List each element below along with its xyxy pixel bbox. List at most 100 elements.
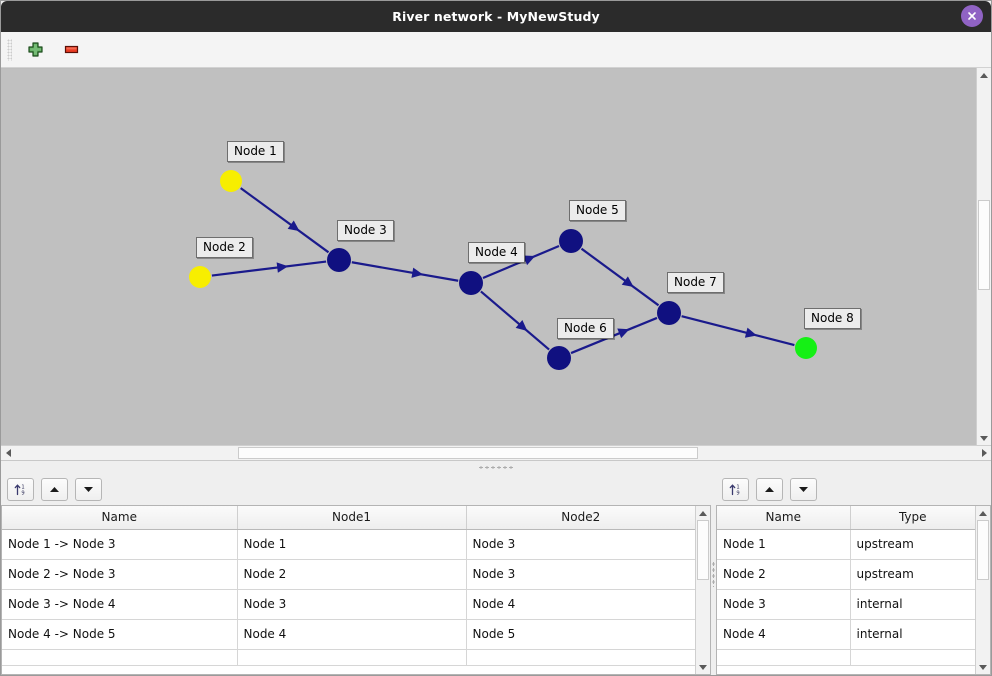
vertical-splitter[interactable]: [711, 473, 716, 675]
table-cell[interactable]: Node 3: [717, 589, 851, 620]
graph-edge[interactable]: [580, 247, 660, 307]
add-node-button[interactable]: [22, 37, 48, 63]
graph-node-node-1[interactable]: [220, 170, 242, 192]
branches-move-up-button[interactable]: [41, 477, 68, 501]
graph-node-label-node-1[interactable]: Node 1: [227, 141, 284, 162]
close-button[interactable]: [961, 5, 983, 27]
table-cell[interactable]: Node 3: [466, 529, 695, 560]
table-cell[interactable]: internal: [850, 589, 975, 620]
graph-edge[interactable]: [480, 290, 550, 351]
graph-node-node-7[interactable]: [657, 301, 681, 325]
graph-edge[interactable]: [211, 260, 327, 277]
graph-vscroll-track[interactable]: [977, 82, 991, 431]
column-header-node2[interactable]: Node2: [466, 506, 695, 530]
table-cell[interactable]: Node 2: [237, 559, 467, 590]
horizontal-splitter[interactable]: [1, 460, 991, 473]
branches-vscroll-track[interactable]: [696, 520, 710, 660]
arrow-up-icon: [765, 486, 774, 492]
branches-toolbar: 1 9: [1, 473, 711, 505]
table-cell[interactable]: Node 4: [466, 589, 695, 620]
svg-text:1: 1: [21, 484, 24, 490]
graph-node-label-node-3[interactable]: Node 3: [337, 220, 394, 241]
toolbar-drag-handle[interactable]: [7, 38, 12, 61]
graph-node-node-2[interactable]: [189, 266, 211, 288]
graph-edge[interactable]: [570, 316, 658, 355]
graph-node-node-5[interactable]: [559, 229, 583, 253]
graph-node-label-node-5[interactable]: Node 5: [569, 200, 626, 221]
nodes-scroll-down-button[interactable]: [976, 660, 990, 674]
nodes-vertical-scrollbar[interactable]: [975, 506, 990, 674]
graph-vscroll-thumb[interactable]: [978, 200, 990, 290]
graph-edge-arrow-icon: [515, 319, 528, 332]
graph-node-label-node-4[interactable]: Node 4: [468, 242, 525, 263]
column-header-name[interactable]: Name: [2, 506, 238, 530]
nodes-move-up-button[interactable]: [756, 477, 783, 501]
column-header-node1[interactable]: Node1: [237, 506, 467, 530]
table-cell[interactable]: Node 1: [237, 529, 467, 560]
graph-node-node-4[interactable]: [459, 271, 483, 295]
scroll-up-button[interactable]: [977, 68, 991, 82]
table-cell[interactable]: Node 4: [717, 619, 851, 650]
graph-edge[interactable]: [681, 315, 795, 347]
graph-horizontal-scrollbar[interactable]: [1, 445, 991, 460]
nodes-vscroll-track[interactable]: [976, 520, 990, 660]
network-diagram-canvas[interactable]: Node 1 Node 2 Node 3 Node 4 Node 5 Node 6 Node…: [1, 68, 976, 445]
scroll-right-button[interactable]: [977, 446, 991, 460]
table-cell[interactable]: Node 3: [466, 559, 695, 590]
column-header-type[interactable]: Type: [850, 506, 975, 530]
nodes-scroll-up-button[interactable]: [976, 506, 990, 520]
nodes-sort-button[interactable]: 1 9: [722, 477, 749, 501]
remove-node-button[interactable]: [58, 37, 84, 63]
nodes-vscroll-thumb[interactable]: [977, 520, 989, 580]
table-cell[interactable]: Node 2: [717, 559, 851, 590]
table-cell[interactable]: Node 4: [237, 619, 467, 650]
graph-node-label-node-7[interactable]: Node 7: [667, 272, 724, 293]
graph-node-node-3[interactable]: [327, 248, 351, 272]
column-header-name[interactable]: Name: [717, 506, 851, 530]
graph-edge[interactable]: [351, 261, 459, 282]
table-cell[interactable]: Node 3: [237, 589, 467, 620]
table-cell[interactable]: upstream: [850, 529, 975, 560]
table-cell[interactable]: Node 4 -> Node 5: [2, 619, 238, 650]
table-cell[interactable]: Node 5: [466, 619, 695, 650]
table-cell[interactable]: upstream: [850, 559, 975, 590]
table-cell[interactable]: Node 1 -> Node 3: [2, 529, 238, 560]
graph-node-label-node-2[interactable]: Node 2: [196, 237, 253, 258]
table-cell[interactable]: Node 2 -> Node 3: [2, 559, 238, 590]
branches-scroll-up-button[interactable]: [696, 506, 710, 520]
branches-sort-button[interactable]: 1 9: [7, 477, 34, 501]
branches-panel: 1 9: [1, 473, 711, 675]
graph-hscroll-thumb[interactable]: [238, 447, 698, 459]
scroll-left-button[interactable]: [1, 446, 15, 460]
scroll-down-button[interactable]: [977, 431, 991, 445]
graph-vertical-scrollbar[interactable]: [976, 68, 991, 445]
graph-edge[interactable]: [240, 187, 330, 254]
branches-vscroll-thumb[interactable]: [697, 520, 709, 580]
table-cell[interactable]: Node 3 -> Node 4: [2, 589, 238, 620]
graph-hscroll-track[interactable]: [15, 446, 977, 460]
branches-vertical-scrollbar[interactable]: [695, 506, 710, 674]
graph-edge-arrow-icon: [523, 255, 536, 266]
graph-node-label-node-8[interactable]: Node 8: [804, 308, 861, 329]
graph-node-node-6[interactable]: [547, 346, 571, 370]
table-cell[interactable]: internal: [850, 619, 975, 650]
graph-node-node-8[interactable]: [795, 337, 817, 359]
tables-area: 1 9: [1, 473, 991, 675]
branches-move-down-button[interactable]: [75, 477, 102, 501]
splitter-grip-icon: [478, 465, 514, 469]
branches-scroll-down-button[interactable]: [696, 660, 710, 674]
table-cell[interactable]: Node 1: [717, 529, 851, 560]
graph-node-label-node-6[interactable]: Node 6: [557, 318, 614, 339]
nodes-move-down-button[interactable]: [790, 477, 817, 501]
